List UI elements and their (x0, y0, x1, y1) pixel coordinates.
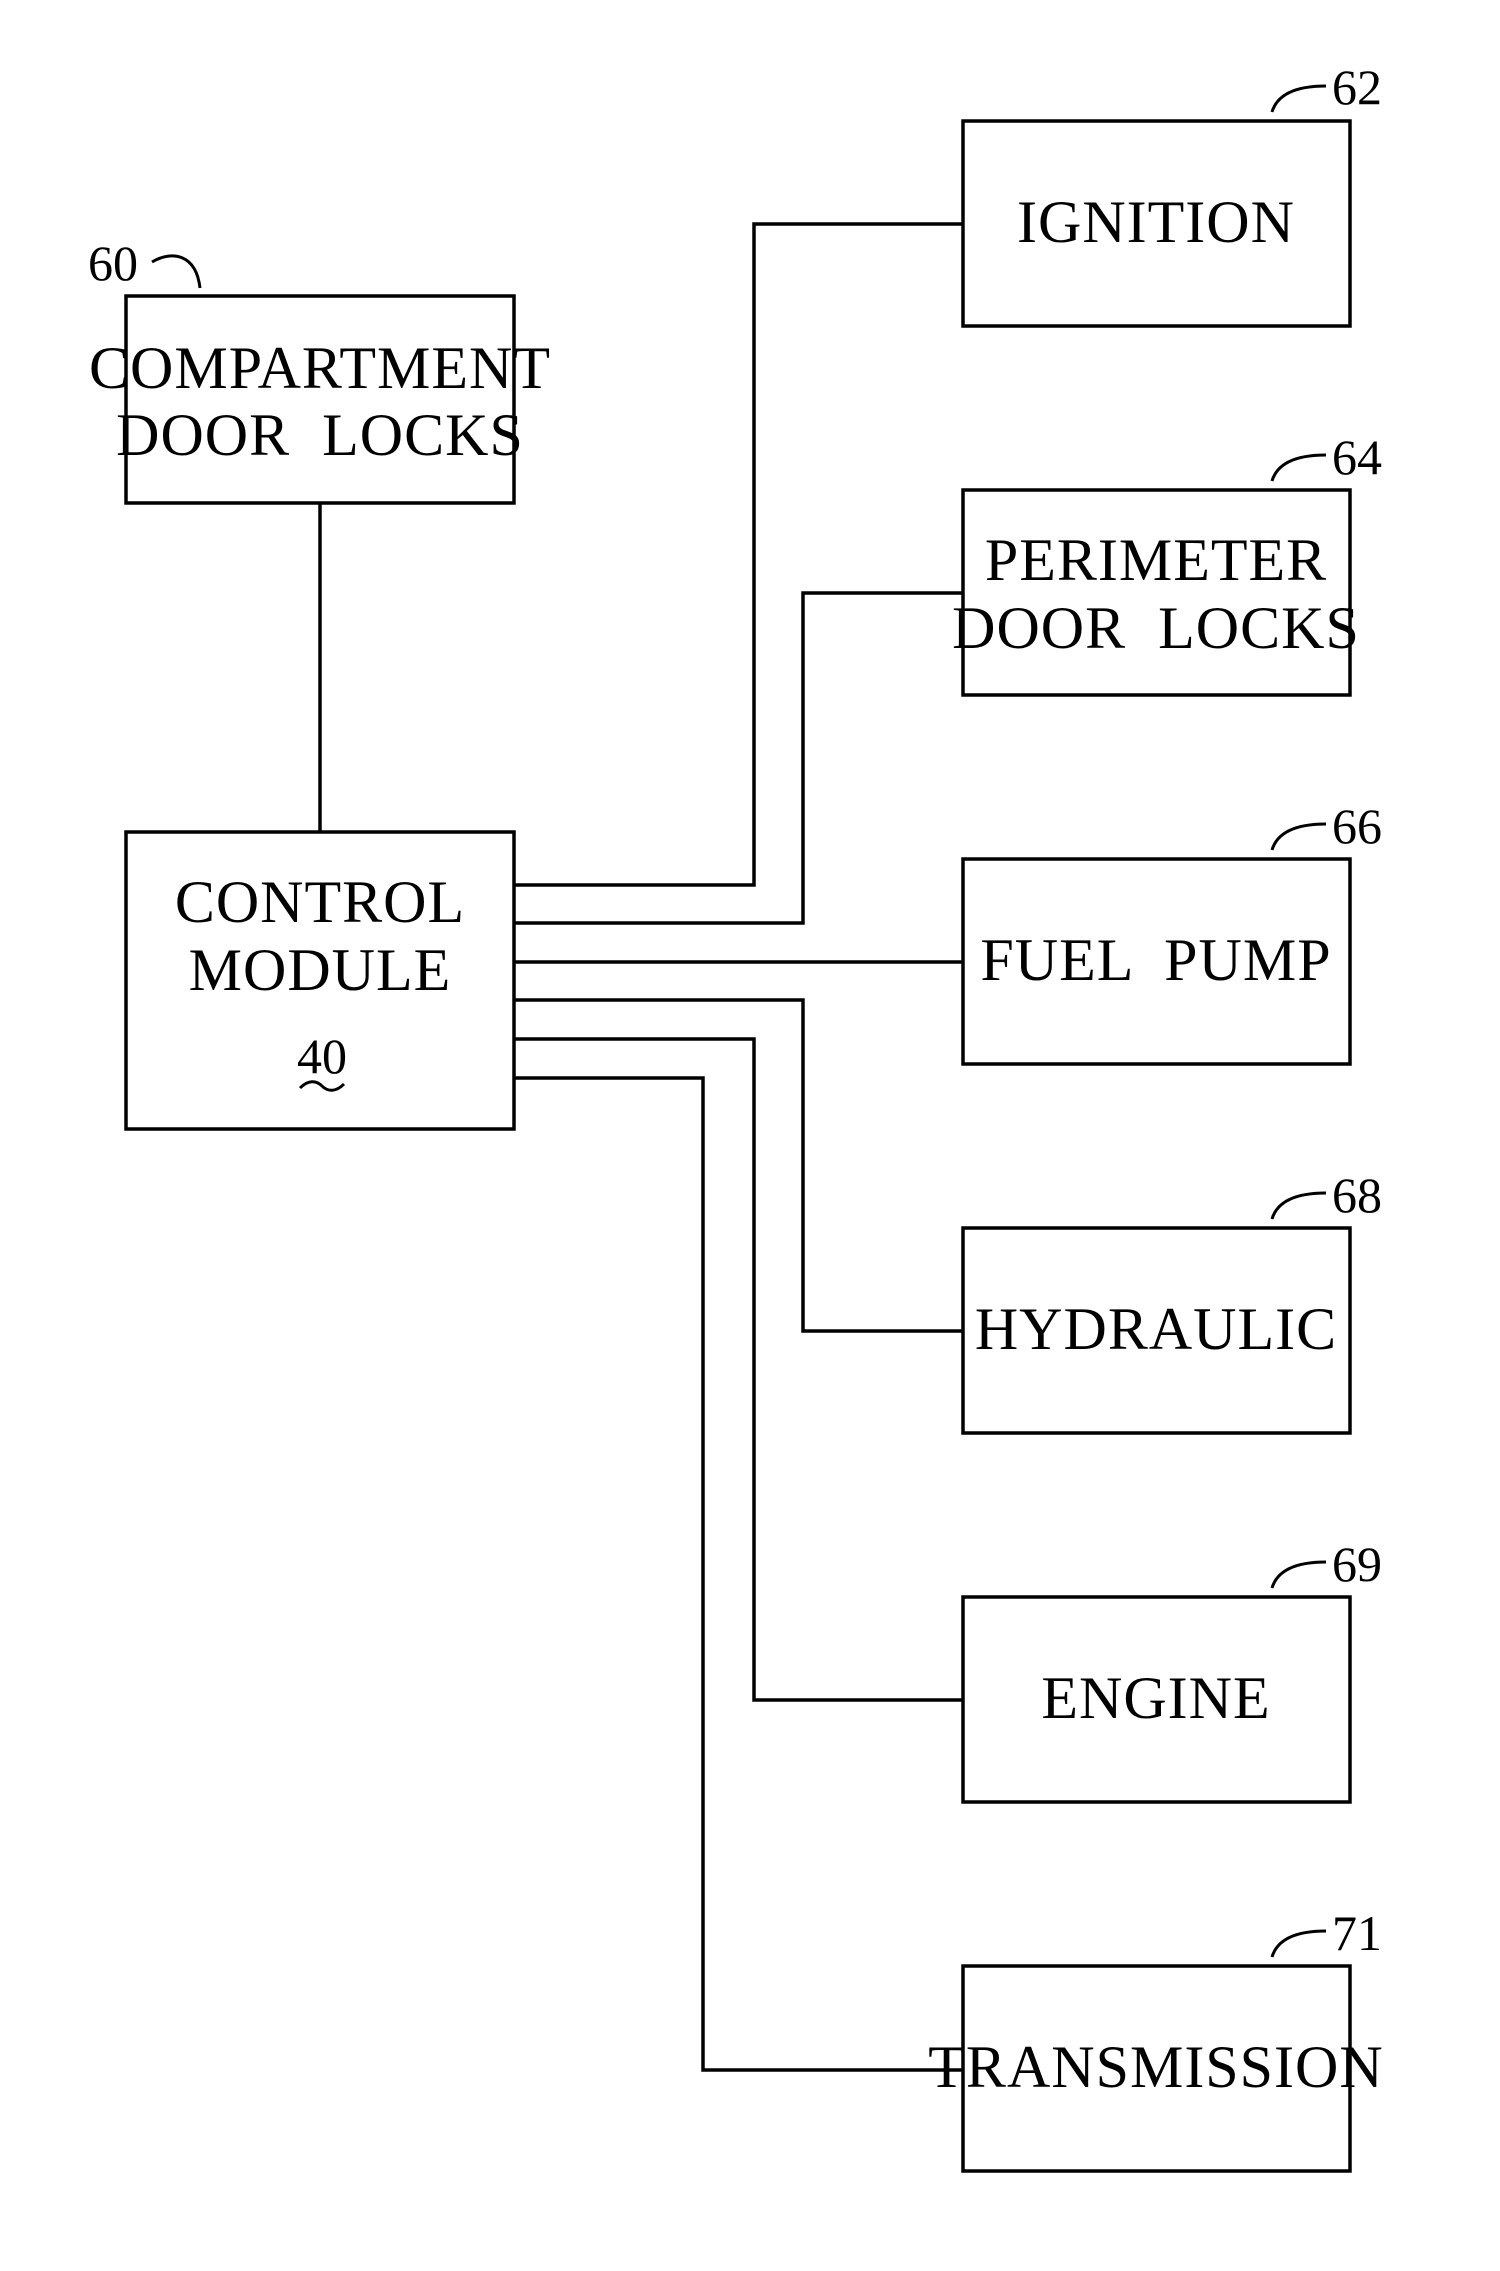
transmission-ref-number: 71 (1332, 1905, 1382, 1961)
engine-ref-number: 69 (1332, 1536, 1382, 1592)
compartment-door-locks-ref-number: 60 (88, 235, 138, 291)
transmission-block: TRANSMISSION 71 (928, 1905, 1383, 2171)
perimeter-door-locks-label-line1: PERIMETER (985, 527, 1327, 593)
ignition-leader-line (1272, 86, 1326, 112)
ignition-label: IGNITION (1017, 189, 1295, 255)
control-module-block: CONTROL MODULE 40 (126, 832, 514, 1129)
fuel-pump-ref-number: 66 (1332, 798, 1382, 854)
wire-hydraulic (514, 1000, 963, 1331)
control-module-label-line1: CONTROL (175, 869, 465, 935)
wire-engine (514, 1039, 963, 1700)
compartment-door-locks-label-line1: COMPARTMENT (89, 335, 551, 401)
compartment-door-locks-label-line2: DOOR LOCKS (116, 402, 524, 468)
engine-leader-line (1272, 1562, 1326, 1588)
perimeter-door-locks-block: PERIMETER DOOR LOCKS 64 (952, 429, 1382, 695)
control-module-label-line2: MODULE (189, 937, 452, 1003)
ignition-ref-number: 62 (1332, 59, 1382, 115)
hydraulic-block: HYDRAULIC 68 (963, 1167, 1382, 1433)
fuel-pump-block: FUEL PUMP 66 (963, 798, 1382, 1064)
hydraulic-label: HYDRAULIC (975, 1296, 1337, 1362)
perimeter-door-locks-ref-number: 64 (1332, 429, 1382, 485)
engine-block: ENGINE 69 (963, 1536, 1382, 1802)
perimeter-door-locks-leader-line (1272, 455, 1326, 481)
engine-label: ENGINE (1041, 1665, 1270, 1731)
transmission-label: TRANSMISSION (928, 2034, 1383, 2100)
fuel-pump-leader-line (1272, 824, 1326, 850)
ignition-block: IGNITION 62 (963, 59, 1382, 326)
transmission-leader-line (1272, 1931, 1326, 1957)
wire-perimeter-door-locks (514, 593, 963, 923)
hydraulic-ref-number: 68 (1332, 1167, 1382, 1223)
compartment-door-locks-block: COMPARTMENT DOOR LOCKS 60 (88, 235, 551, 503)
wire-transmission (514, 1078, 963, 2070)
compartment-door-locks-leader-line (152, 256, 200, 288)
fuel-pump-label: FUEL PUMP (980, 927, 1331, 993)
perimeter-door-locks-label-line2: DOOR LOCKS (952, 595, 1360, 661)
control-module-ref-number: 40 (297, 1028, 347, 1084)
wire-ignition (514, 224, 963, 885)
hydraulic-leader-line (1272, 1193, 1326, 1219)
